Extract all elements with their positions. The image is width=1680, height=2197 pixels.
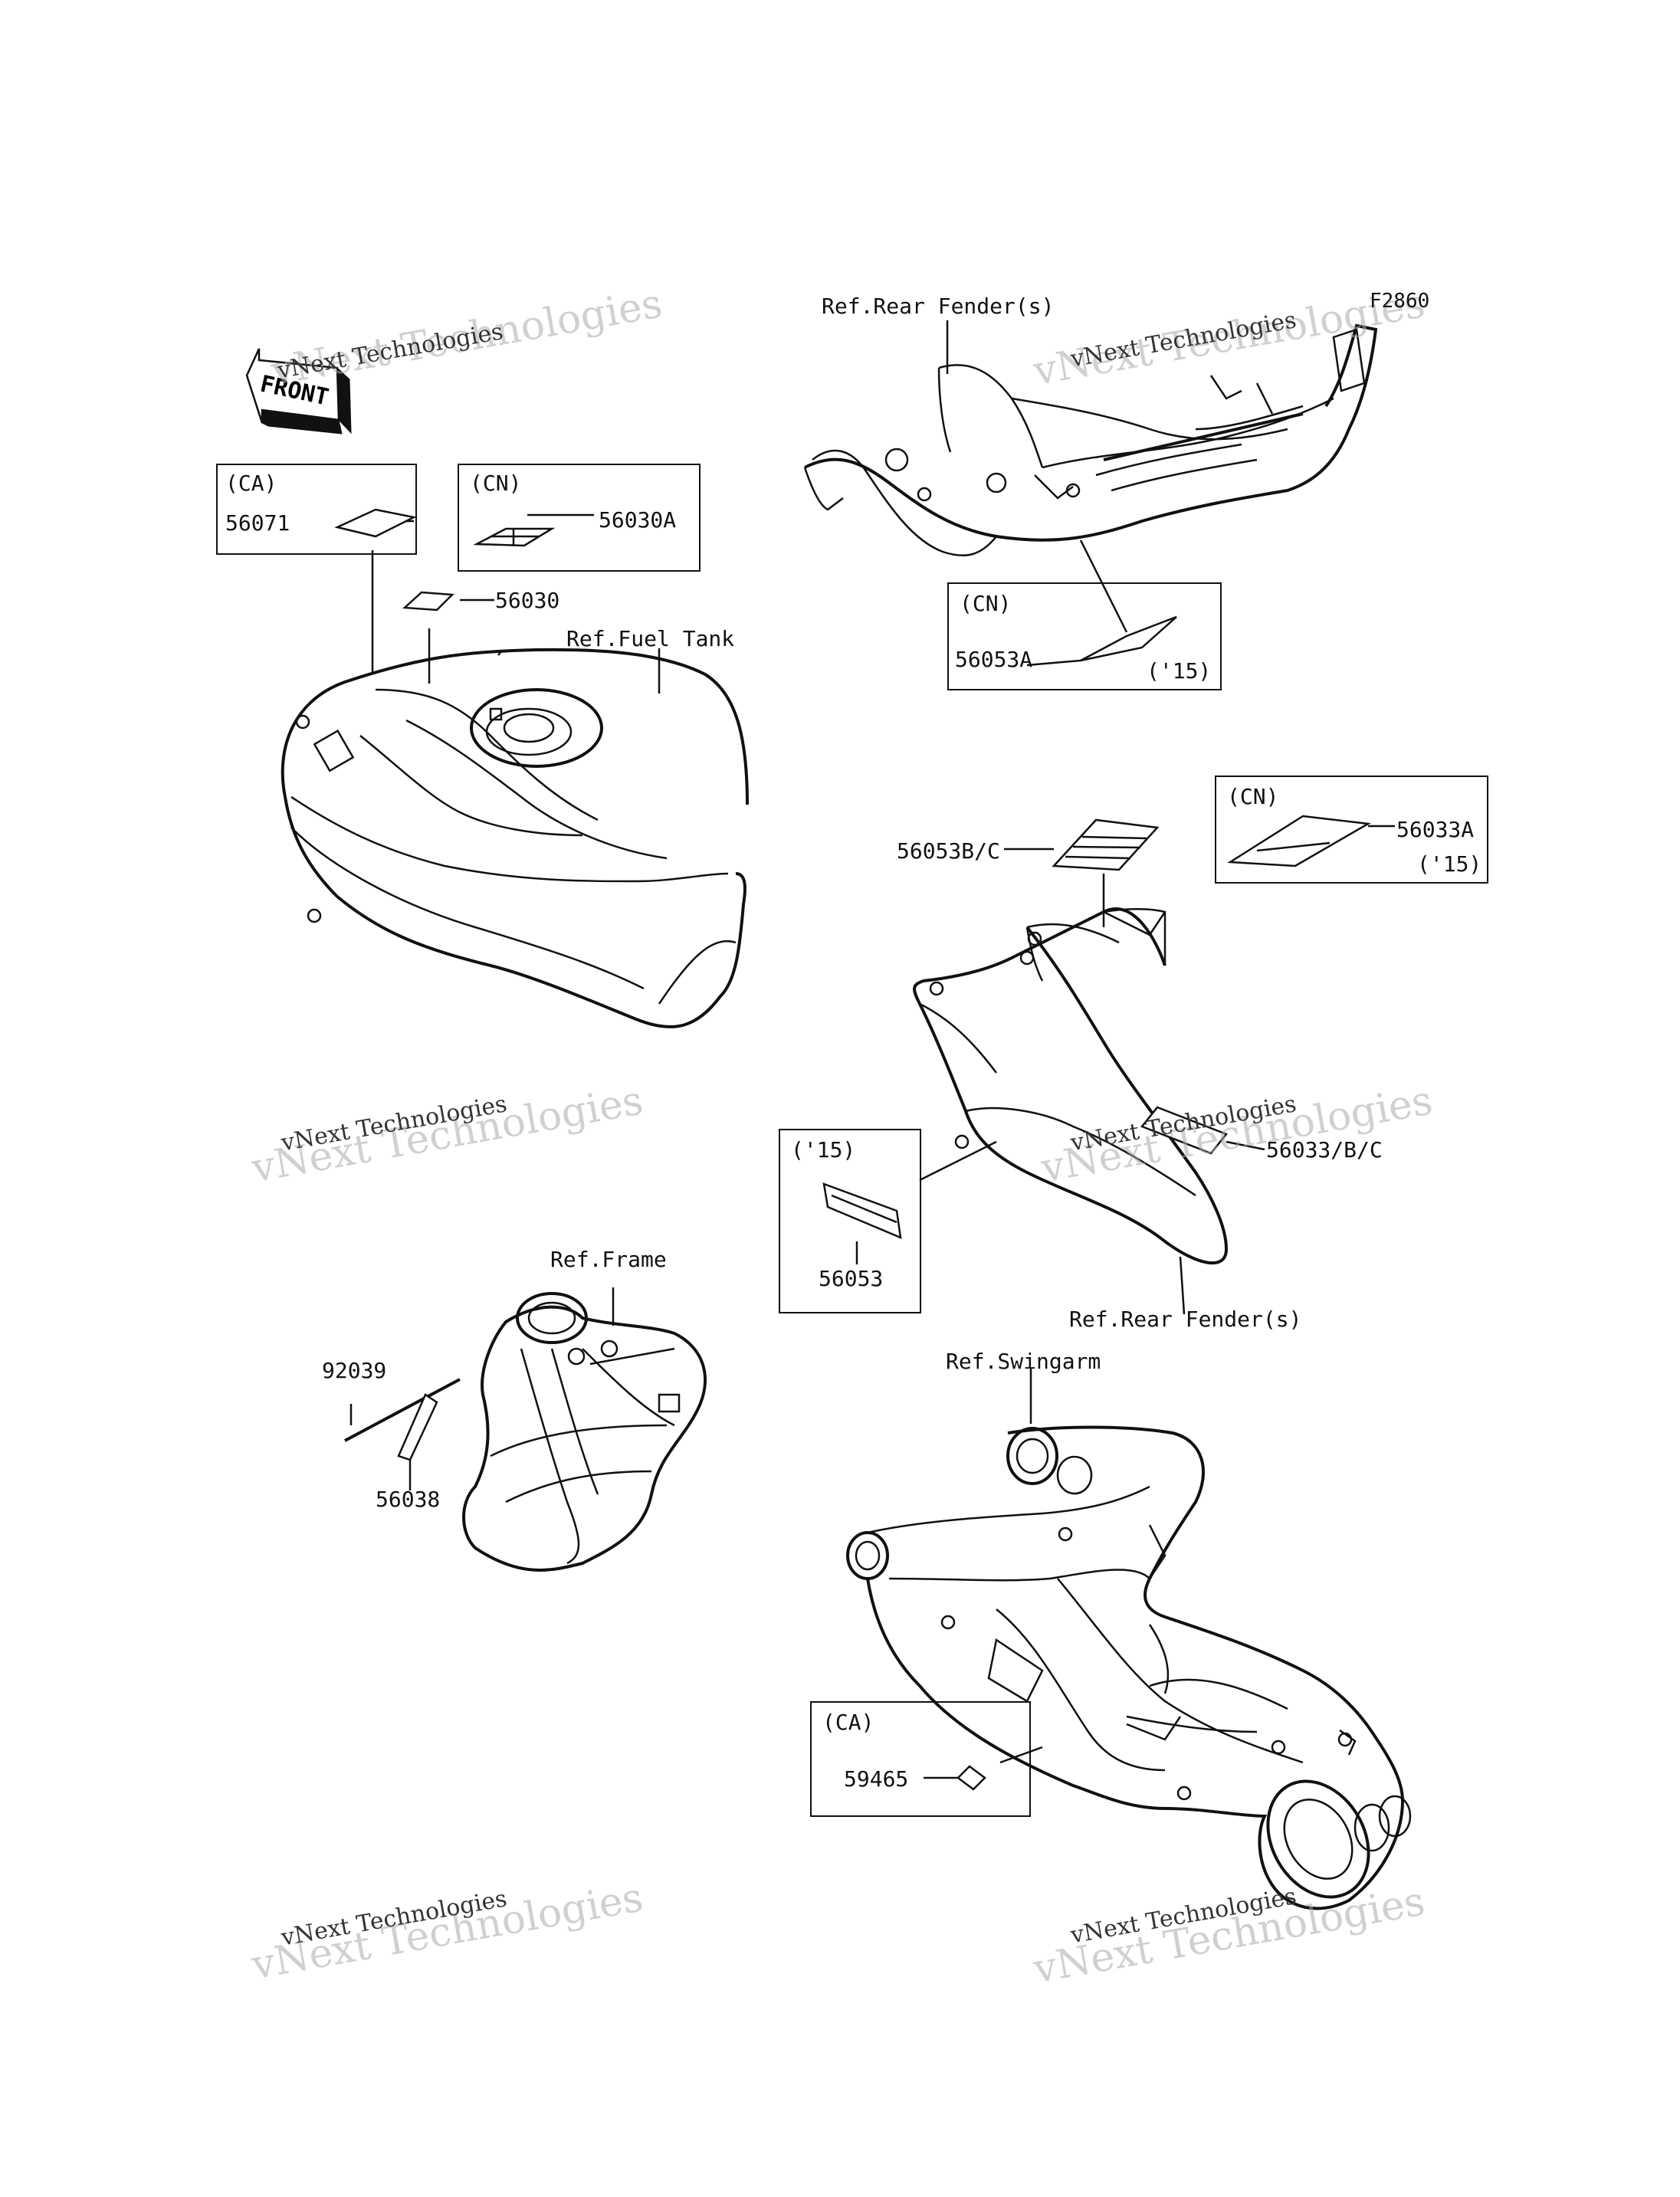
part-number-56038: 56038 (376, 1487, 441, 1512)
part-number: 56053 (819, 1266, 884, 1291)
box-tag: (CN) (960, 591, 1012, 616)
ref-rear-fender-label: Ref.Rear Fender(s) (822, 293, 1055, 319)
box-cn-56030a: (CN) 56030A (458, 464, 701, 572)
box-tag: ('15) (791, 1137, 856, 1162)
rear-fender-drawing (803, 323, 1378, 557)
part-number-56030: 56030 (495, 588, 560, 613)
part-number-92039: 92039 (322, 1358, 387, 1383)
part-number: 59465 (844, 1766, 909, 1792)
box-tag: (CN) (1227, 784, 1279, 809)
box-tag: (CN) (470, 471, 522, 496)
ref-frame-label: Ref.Frame (550, 1247, 667, 1272)
box-cn-56053a: (CN) 56053A ('15) (947, 582, 1222, 690)
front-arrow-icon: FRONT (245, 348, 352, 434)
box-cn-56033a: (CN) 56033A ('15) (1215, 776, 1488, 884)
decal-56053-icon (822, 1182, 902, 1240)
box-15-56053: ('15) 56053 (779, 1129, 921, 1313)
decal-56053a-icon (1080, 615, 1177, 662)
decal-56071-icon (334, 508, 417, 538)
box-ca-59465: (CA) 59465 (810, 1701, 1031, 1817)
ref-swingarm-label: Ref.Swingarm (946, 1349, 1101, 1374)
year-note: ('15) (1417, 851, 1482, 877)
rear-fender-lower-drawing (913, 907, 1229, 1265)
ref-rear-fender-label: Ref.Rear Fender(s) (1069, 1307, 1302, 1332)
part-number: 56071 (225, 510, 290, 536)
decal-56033bc-icon (1140, 1106, 1229, 1155)
part-number: 56033A (1396, 817, 1475, 842)
fuel-tank-drawing (281, 648, 749, 1028)
part-number: 56030A (599, 507, 677, 533)
decal-56053bc-icon (1052, 818, 1160, 871)
frame-drawing (462, 1292, 707, 1572)
part-number: 56053A (955, 647, 1033, 672)
swingarm-drawing (846, 1425, 1412, 1910)
decal-56033a-icon (1227, 815, 1371, 867)
part-number-56033bc: 56033/B/C (1266, 1137, 1383, 1162)
decal-59465-icon (956, 1765, 986, 1791)
ref-fuel-tank-label: Ref.Fuel Tank (566, 626, 735, 651)
box-tag: (CA) (822, 1710, 874, 1735)
decal-56030-icon (402, 591, 454, 612)
year-note: ('15) (1147, 658, 1212, 684)
figure-code: F2860 (1370, 290, 1430, 313)
box-tag: (CA) (225, 471, 277, 496)
part-number-56053bc: 56053B/C (897, 838, 1000, 864)
box-ca-56071: (CA) 56071 (216, 464, 417, 555)
decal-56038-icon (397, 1393, 438, 1461)
